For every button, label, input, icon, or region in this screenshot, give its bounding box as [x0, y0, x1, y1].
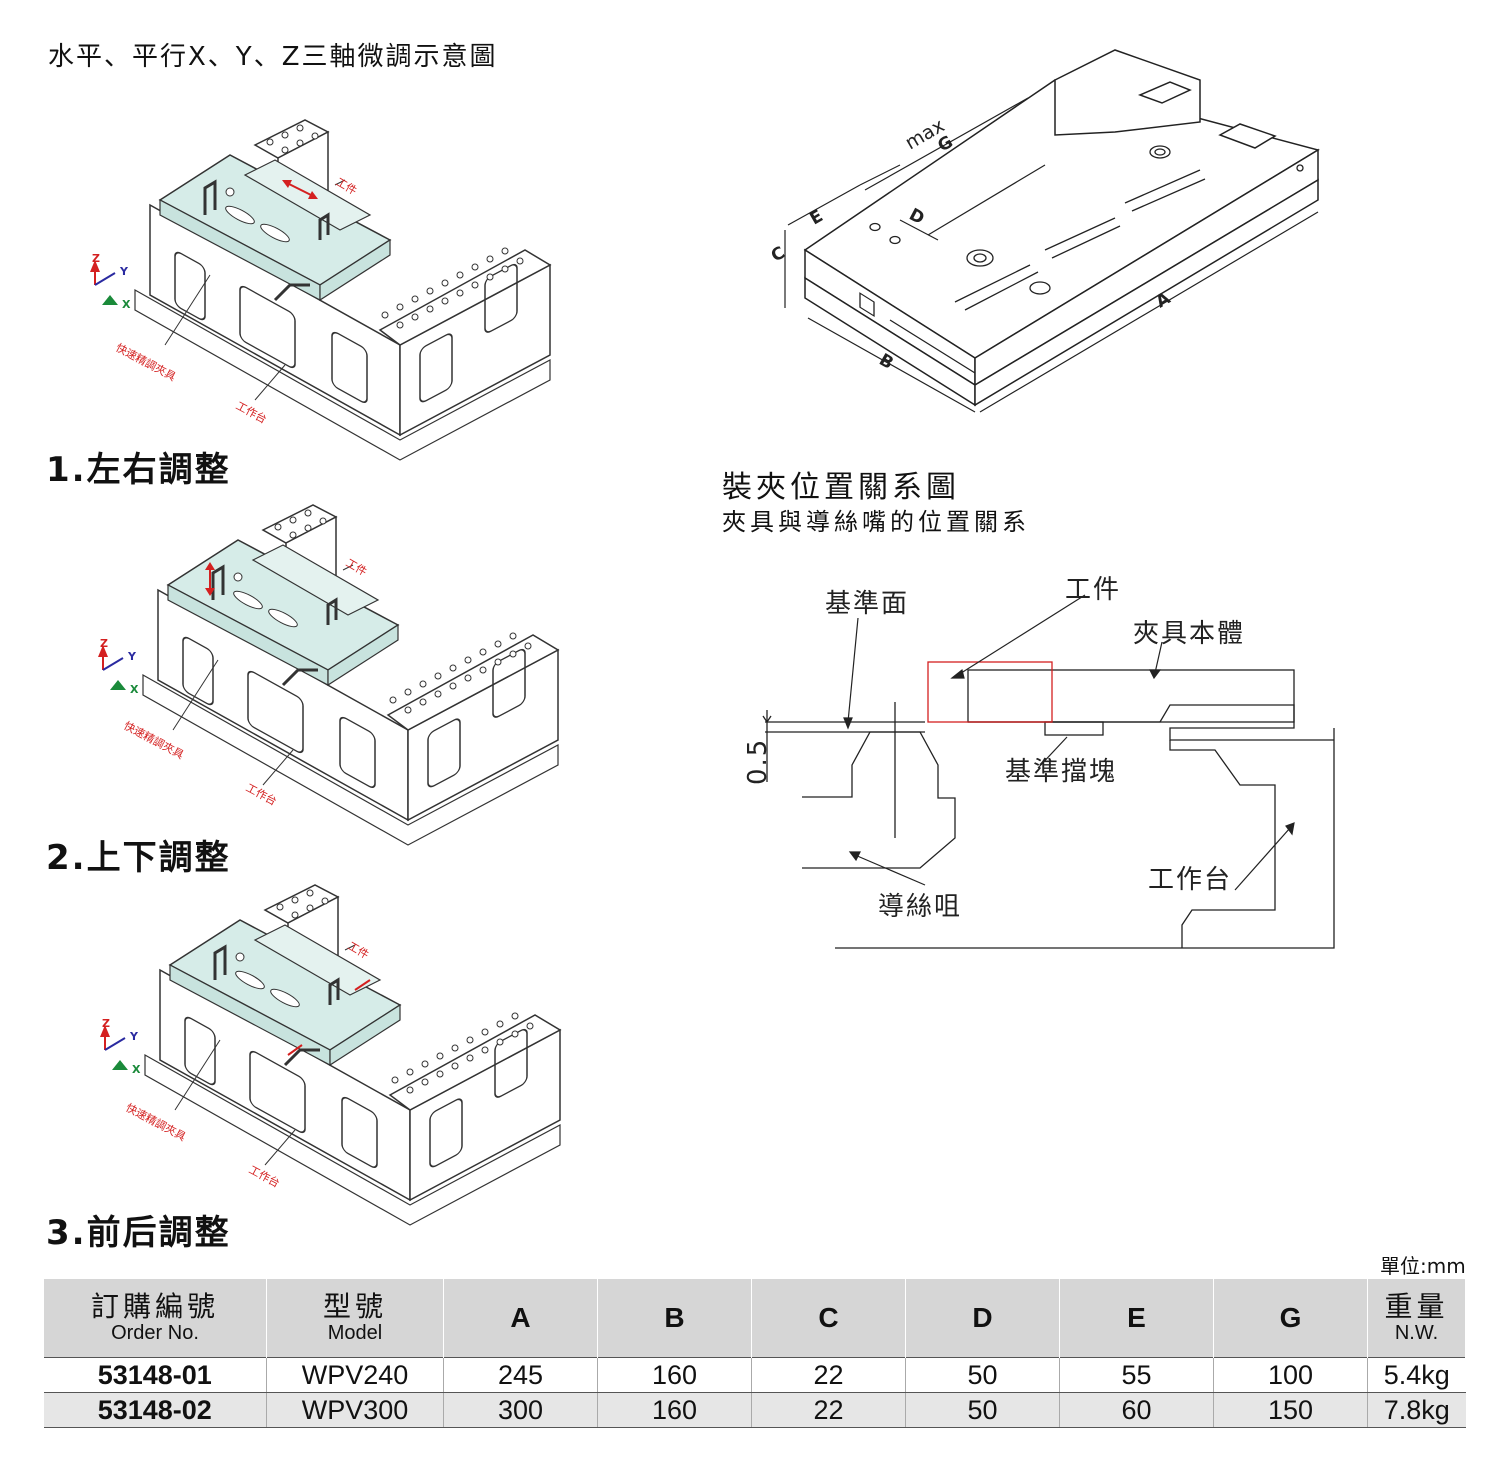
dim-c-label: C	[770, 243, 788, 267]
axis-z-label-2: Z	[100, 637, 108, 650]
cell-c: 22	[751, 1392, 906, 1428]
cell-g: 150	[1213, 1392, 1368, 1428]
workpiece-outline	[927, 661, 1053, 723]
header-e: E	[1059, 1279, 1214, 1358]
clamp-label-1: 快速精調夾具	[114, 340, 179, 383]
wire-guide-label: 導絲咀	[878, 892, 962, 922]
gap-label: 0.5	[743, 738, 773, 785]
step-1-label: 1.左右調整	[46, 450, 231, 490]
cell-e: 60	[1059, 1392, 1214, 1428]
axis-z-label-1: Z	[92, 252, 100, 265]
cell-a: 300	[443, 1392, 598, 1428]
workpiece-label-2: 工件	[344, 556, 370, 578]
axis-y-label-3: Y	[129, 1030, 139, 1043]
cell-d: 50	[905, 1392, 1060, 1428]
table-row: 53148-02 WPV300 300 160 22 50 60 150 7.8…	[43, 1392, 1466, 1428]
cell-d: 50	[905, 1357, 1060, 1393]
cell-model: WPV300	[266, 1392, 444, 1428]
dim-b-label: B	[876, 350, 897, 374]
position-title: 裝夾位置關系圖	[722, 470, 960, 505]
cell-weight: 5.4kg	[1367, 1357, 1466, 1393]
cell-order-no: 53148-01	[43, 1357, 267, 1393]
clamp-label-3: 快速精調夾具	[124, 1100, 189, 1143]
header-a: A	[443, 1279, 598, 1358]
dim-e-label: E	[807, 206, 827, 229]
workpiece-label-3: 工件	[346, 939, 372, 961]
table-label-2: 工作台	[244, 780, 280, 808]
cell-a: 245	[443, 1357, 598, 1393]
header-c: C	[751, 1279, 906, 1358]
table-row: 53148-01 WPV240 245 160 22 50 55 100 5.4…	[43, 1357, 1466, 1393]
cell-model: WPV240	[266, 1357, 444, 1393]
cell-e: 55	[1059, 1357, 1214, 1393]
vise-dimension-drawing: C E D max G A B	[770, 49, 1320, 413]
fixture-body-label: 夾具本體	[1133, 619, 1245, 649]
reference-block-label: 基準擋塊	[1005, 757, 1117, 787]
workpiece-label-1: 工件	[334, 175, 360, 197]
clamping-position-diagram: 基準面 工件 夾具本體 基準擋塊 工作台 導絲咀 0.5	[743, 575, 1335, 949]
cell-order-no: 53148-02	[43, 1392, 267, 1428]
cell-g: 100	[1213, 1357, 1368, 1393]
reference-face-label: 基準面	[825, 589, 909, 619]
axis-x-label-3: X	[132, 1063, 141, 1076]
axis-x-label-2: X	[130, 683, 139, 696]
fixture-illustrations: 工件 快速精調夾具 工作台 工件 快速精調夾具 工作台 工件 快速精調夾具 工作…	[88, 118, 562, 1227]
unit-label: 單位:mm	[1380, 1254, 1466, 1278]
header-g: G	[1213, 1279, 1368, 1358]
position-subtitle: 夾具與導絲嘴的位置關系	[722, 508, 1030, 536]
step-2-label: 2.上下調整	[46, 838, 231, 878]
step-3-label: 3.前后調整	[46, 1213, 231, 1253]
axis-z-label-3: Z	[102, 1017, 110, 1030]
table-label-1: 工作台	[234, 398, 270, 426]
axis-y-label-1: Y	[119, 265, 129, 278]
header-d: D	[905, 1279, 1060, 1358]
header-b: B	[597, 1279, 752, 1358]
table-label-3: 工作台	[247, 1162, 283, 1190]
cell-c: 22	[751, 1357, 906, 1393]
cell-b: 160	[597, 1392, 752, 1428]
page-title: 水平、平行X、Y、Z三軸微調示意圖	[48, 42, 498, 72]
cell-weight: 7.8kg	[1367, 1392, 1466, 1428]
axis-y-label-2: Y	[127, 650, 137, 663]
worktable-label: 工作台	[1148, 865, 1232, 895]
axis-x-label-1: X	[122, 298, 131, 311]
workpiece-label: 工件	[1065, 575, 1121, 605]
cell-b: 160	[597, 1357, 752, 1393]
